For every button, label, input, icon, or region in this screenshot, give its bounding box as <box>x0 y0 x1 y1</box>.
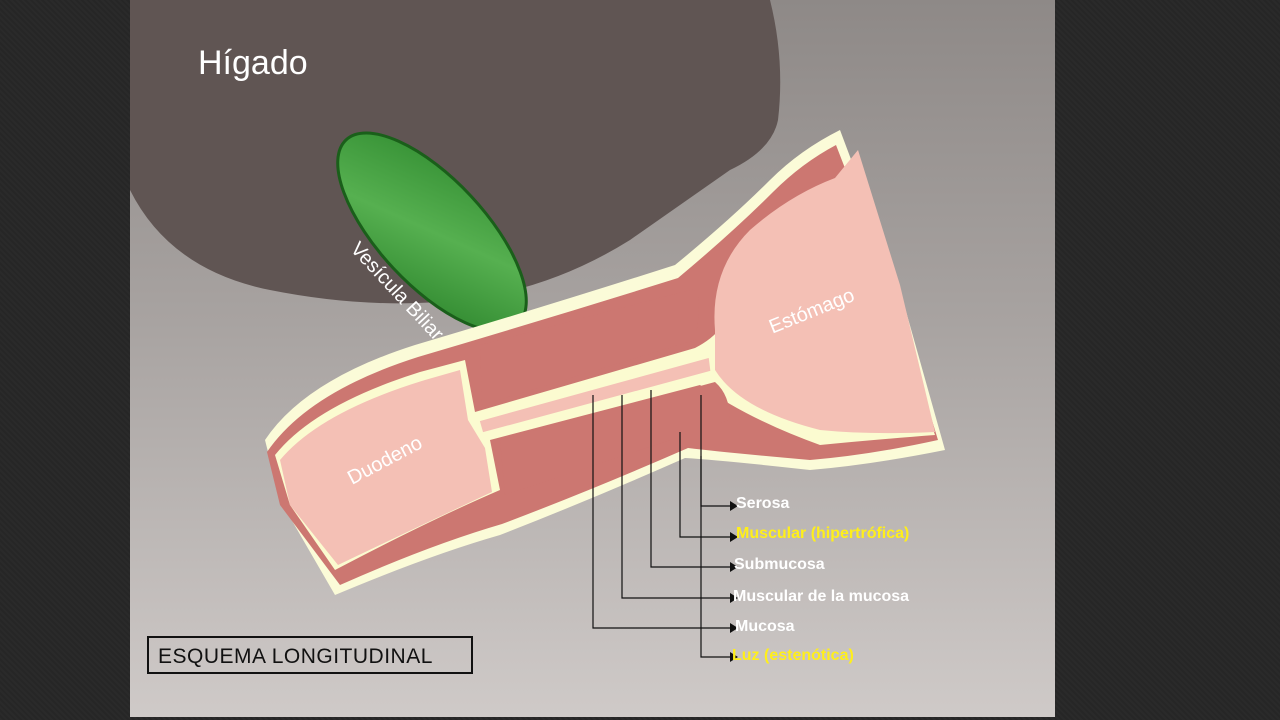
layer-label-serosa: Serosa <box>736 495 790 512</box>
pointer-arrowheads <box>730 501 738 662</box>
pointer-lines <box>592 390 730 658</box>
layer-label-mucosa: Mucosa <box>735 618 795 635</box>
duodenum-mucosa <box>280 370 492 565</box>
layer-label-lumen: Luz (estenótica) <box>732 647 854 664</box>
liver-label: Hígado <box>198 44 308 82</box>
pylorus-muscle-lower <box>500 382 730 495</box>
stomach-mucosa <box>714 150 935 434</box>
layer-label-muscular: Muscular (hipertrófica) <box>736 525 910 542</box>
scheme-caption: ESQUEMA LONGITUDINAL <box>158 645 433 668</box>
pylorus-muscle-upper <box>480 289 699 405</box>
liver-shape <box>130 0 781 304</box>
anatomy-diagram <box>130 0 945 662</box>
scheme-caption-box: ESQUEMA LONGITUDINAL <box>147 636 473 674</box>
slide: Hígado Vesícula Biliar Estómago Duodeno … <box>130 0 1055 717</box>
pyloric-channel <box>476 354 714 436</box>
layer-label-muscularis-mucosae: Muscular de la mucosa <box>733 588 910 605</box>
layer-label-submucosa: Submucosa <box>734 556 825 573</box>
